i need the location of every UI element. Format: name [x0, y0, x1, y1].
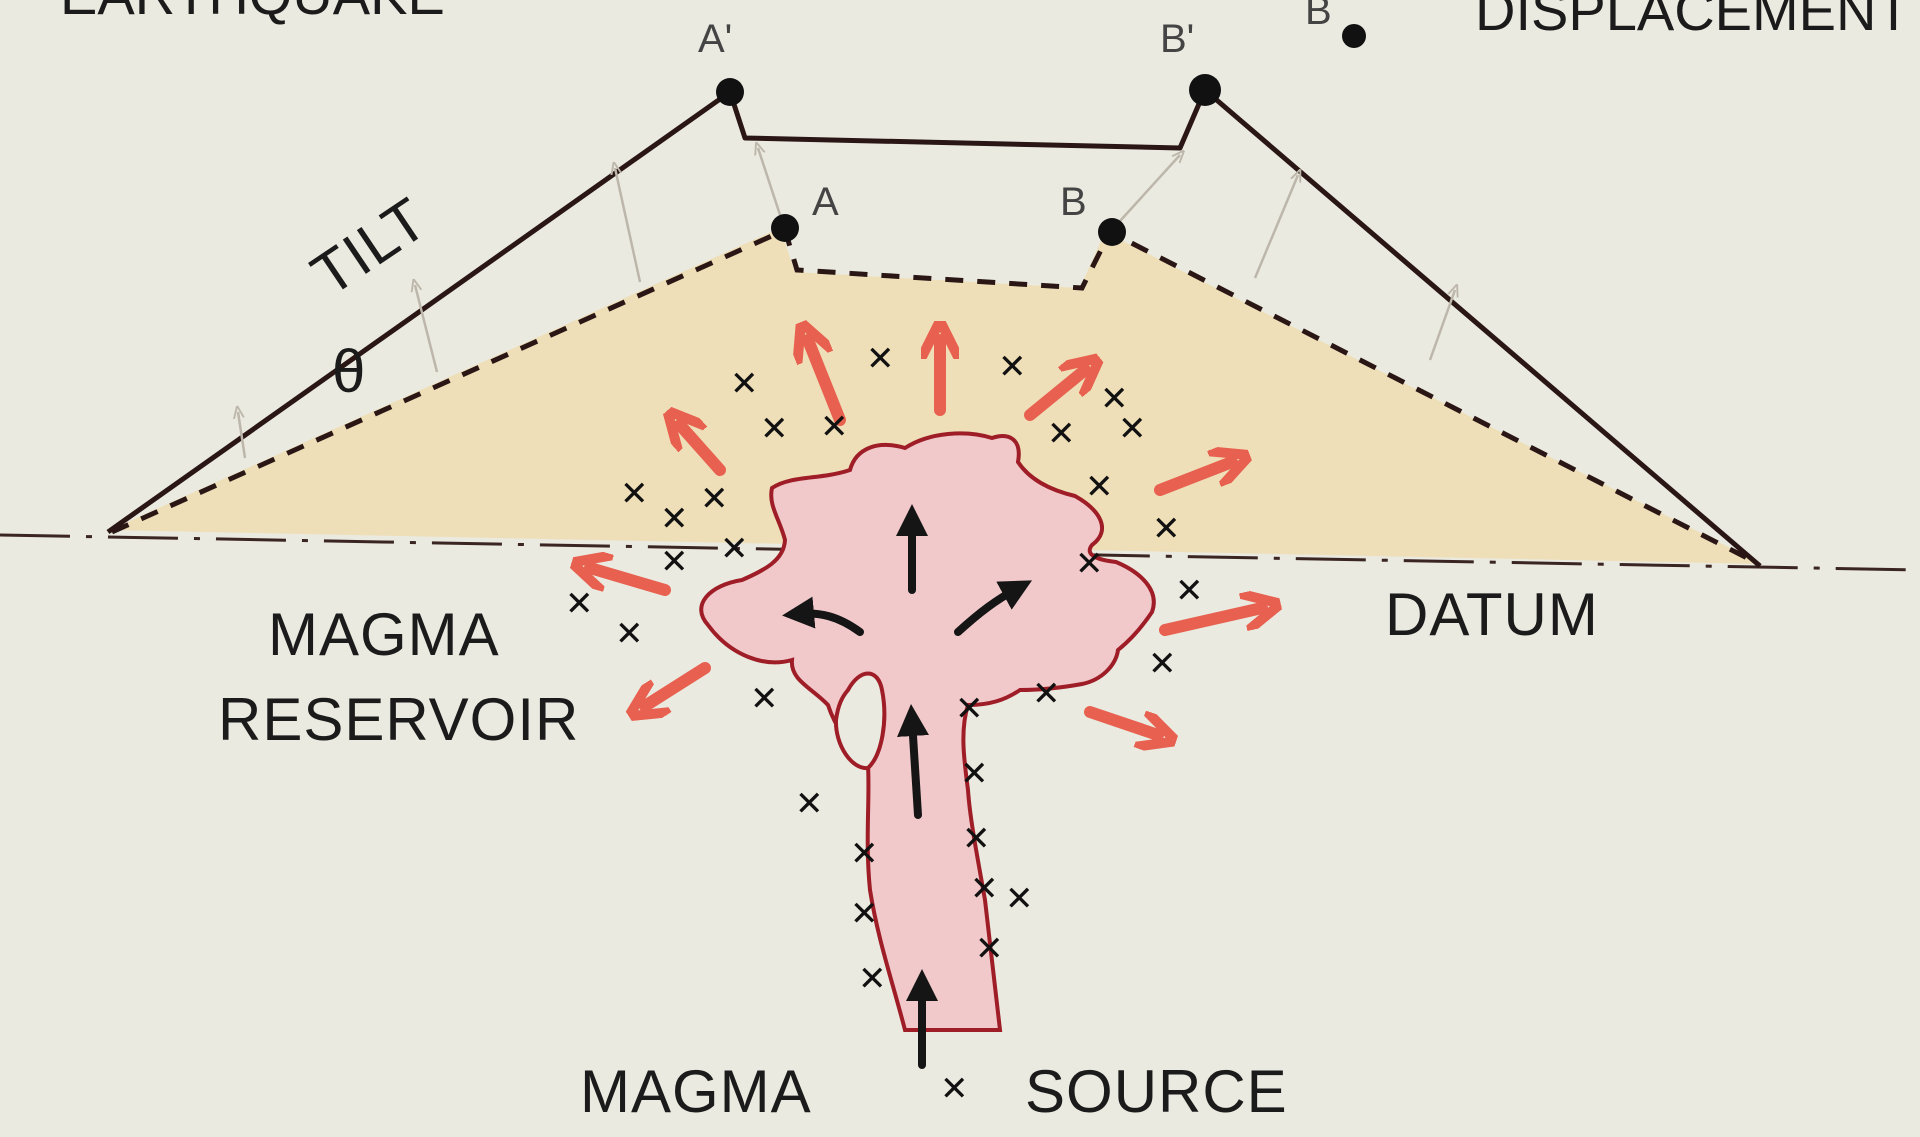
svg-text:✕: ✕	[940, 1070, 969, 1108]
svg-text:✕: ✕	[1118, 410, 1147, 448]
label-a-prime: A'	[698, 17, 732, 61]
svg-text:✕: ✕	[565, 585, 594, 623]
svg-text:✕: ✕	[962, 820, 991, 858]
label-b-prime: B'	[1160, 17, 1194, 61]
point-b-prime	[1189, 74, 1221, 106]
magma-label: MAGMA	[580, 1058, 812, 1125]
magma-reservoir-label-line2: RESERVOIR	[218, 686, 579, 753]
header-b-marker: B	[1305, 0, 1332, 33]
svg-text:✕: ✕	[975, 930, 1004, 968]
svg-text:✕: ✕	[960, 755, 989, 793]
svg-text:✕: ✕	[858, 960, 887, 998]
magma-reservoir-label-line1: MAGMA	[268, 601, 500, 668]
svg-text:✕: ✕	[970, 870, 999, 908]
svg-text:✕: ✕	[615, 615, 644, 653]
svg-text:✕: ✕	[1152, 510, 1181, 548]
svg-text:✕: ✕	[1175, 572, 1204, 610]
header-left-fragment: EARTHQUAKE	[60, 0, 445, 26]
svg-text:✕: ✕	[620, 475, 649, 513]
svg-text:✕: ✕	[955, 690, 984, 728]
svg-text:✕: ✕	[1075, 545, 1104, 583]
datum-label: DATUM	[1385, 581, 1599, 648]
svg-text:✕: ✕	[760, 410, 789, 448]
label-b: B	[1060, 180, 1087, 224]
svg-text:✕: ✕	[850, 835, 879, 873]
source-label: SOURCE	[1025, 1058, 1288, 1125]
svg-text:✕: ✕	[795, 785, 824, 823]
header-b-point	[1342, 24, 1366, 48]
theta-label: θ	[332, 338, 366, 405]
svg-text:✕: ✕	[1032, 675, 1061, 713]
point-a-prime	[716, 78, 744, 106]
svg-text:✕: ✕	[1005, 880, 1034, 918]
svg-text:✕: ✕	[730, 365, 759, 403]
svg-text:✕: ✕	[1047, 415, 1076, 453]
svg-text:✕: ✕	[1148, 645, 1177, 683]
svg-text:✕: ✕	[998, 348, 1027, 386]
label-a: A	[812, 180, 839, 224]
svg-text:✕: ✕	[660, 500, 689, 538]
svg-text:✕: ✕	[700, 480, 729, 518]
svg-text:✕: ✕	[660, 543, 689, 581]
svg-text:✕: ✕	[750, 680, 779, 718]
svg-text:✕: ✕	[1085, 468, 1114, 506]
header-right-fragment: DISPLACEMENT	[1475, 0, 1911, 42]
point-b	[1098, 218, 1126, 246]
point-a	[771, 214, 799, 242]
tilt-label: TILT	[300, 185, 439, 309]
svg-text:✕: ✕	[720, 530, 749, 568]
svg-text:✕: ✕	[866, 340, 895, 378]
svg-text:✕: ✕	[850, 895, 879, 933]
svg-text:✕: ✕	[820, 408, 849, 446]
